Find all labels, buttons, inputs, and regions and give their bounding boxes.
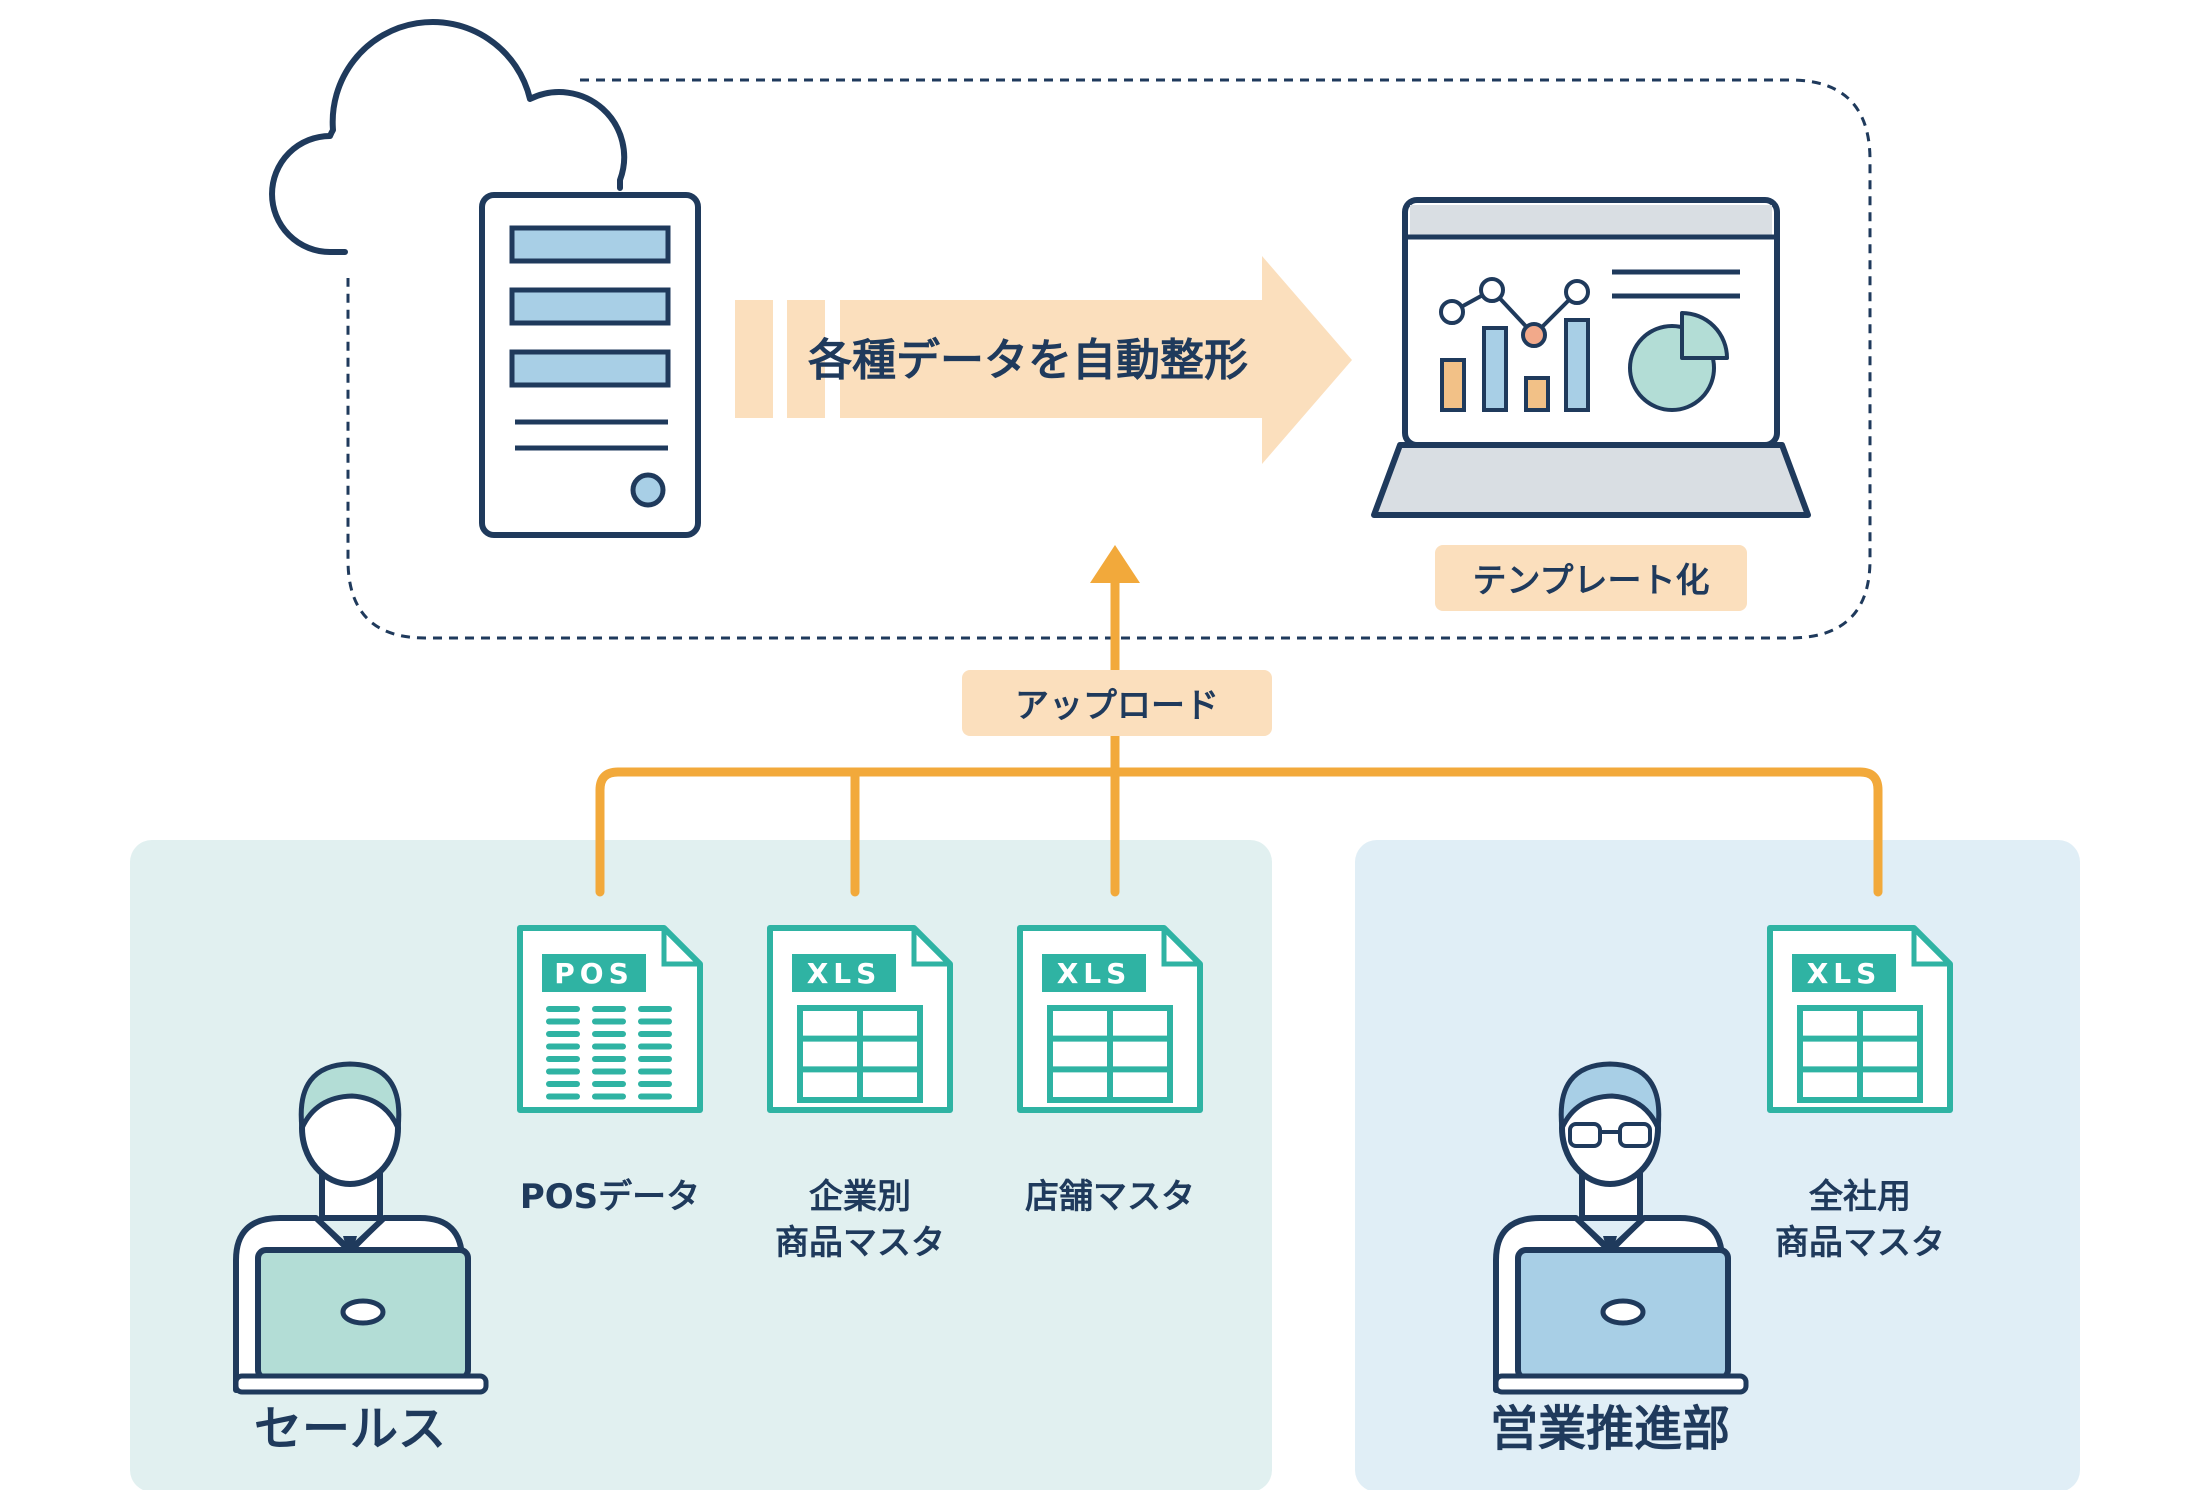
upload-label: アップロード bbox=[1015, 686, 1219, 726]
file-tag-text: XLS bbox=[1807, 957, 1882, 990]
file-tag-text: XLS bbox=[1057, 957, 1132, 990]
transform-arrow bbox=[735, 256, 1352, 464]
file-icon-xls: XLS bbox=[1017, 925, 1203, 1113]
file-label: POSデータ bbox=[520, 1177, 700, 1217]
file-tag-text: POS bbox=[554, 957, 634, 990]
sales-group-label: セールス bbox=[254, 1401, 446, 1457]
upload-arrowhead bbox=[1090, 545, 1140, 583]
transform-label: 各種データを自動整形 bbox=[808, 335, 1248, 386]
file-tag-text: XLS bbox=[807, 957, 882, 990]
template-label: テンプレート化 bbox=[1473, 561, 1710, 601]
server-icon bbox=[479, 192, 701, 538]
business-group-label: 営業推進部 bbox=[1490, 1401, 1730, 1457]
file-icon-pos: POS bbox=[517, 925, 703, 1113]
business-person-icon bbox=[1493, 1061, 1749, 1395]
file-icon-xls: XLS bbox=[767, 925, 953, 1113]
template-label-bg bbox=[1435, 545, 1747, 611]
file-label: 店舗マスタ bbox=[1025, 1177, 1195, 1217]
dashboard-laptop-icon bbox=[1371, 197, 1811, 518]
file-icon-xls: XLS bbox=[1767, 925, 1953, 1113]
file-label: 全社用 bbox=[1808, 1177, 1911, 1217]
sales-person-icon bbox=[233, 1061, 489, 1395]
cloud-dashed-boundary bbox=[346, 78, 1872, 640]
file-label: 商品マスタ bbox=[775, 1223, 945, 1263]
file-label: 商品マスタ bbox=[1775, 1223, 1945, 1263]
file-label: 企業別 bbox=[809, 1177, 911, 1217]
upload-label-bg bbox=[962, 670, 1272, 736]
